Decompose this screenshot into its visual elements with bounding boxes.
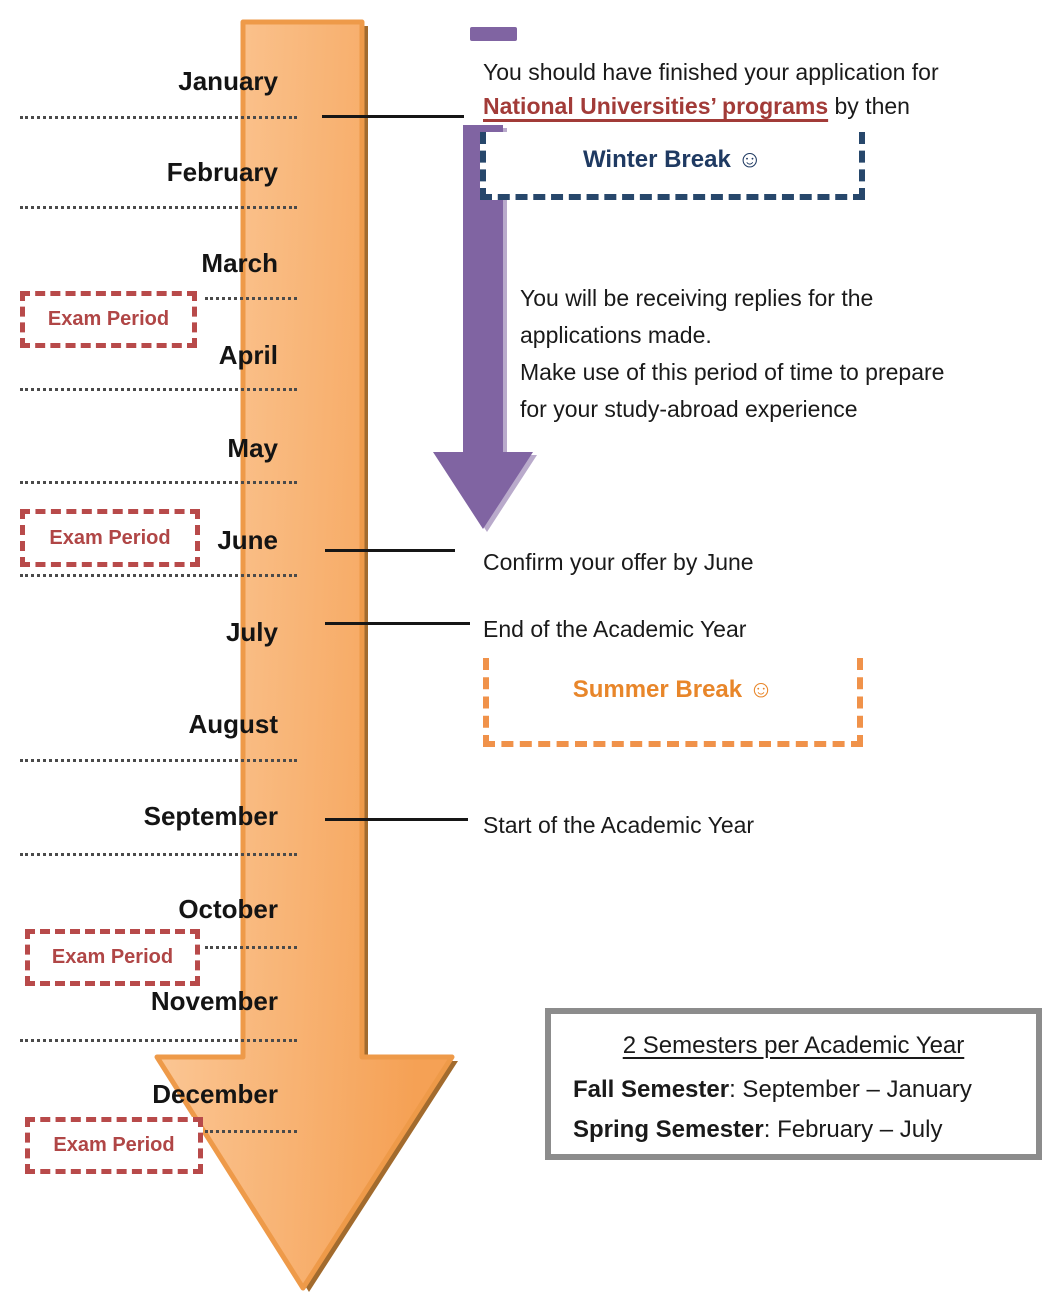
spring-semester-label: Spring Semester xyxy=(573,1116,764,1143)
fall-semester-label: Fall Semester xyxy=(573,1076,730,1103)
year-down-arrow xyxy=(154,19,455,1291)
dotted-separator-january xyxy=(20,116,297,119)
replies-note-line2: applications made. xyxy=(520,322,712,348)
replies-note-line4: for your study-abroad experience xyxy=(520,396,858,422)
dotted-separator-december xyxy=(205,1130,297,1133)
connector-june xyxy=(325,549,455,552)
summer-break-label: Summer Break ☺ xyxy=(572,675,774,703)
dotted-separator-august xyxy=(20,759,297,762)
january-note-line1: You should have finished your applicatio… xyxy=(483,59,939,85)
semesters-legend-box: 2 Semesters per Academic Year Fall Semes… xyxy=(545,1008,1042,1160)
winter-break-box: Winter Break ☺ xyxy=(480,132,865,200)
reply-down-arrow xyxy=(433,125,533,529)
dotted-separator-may xyxy=(20,481,297,484)
confirm-offer-note: Confirm your offer by June xyxy=(483,549,754,575)
connector-january xyxy=(322,115,464,118)
exam-period-label: Exam Period xyxy=(47,308,170,330)
dotted-separator-june xyxy=(20,574,297,577)
month-label-october: October xyxy=(178,894,278,924)
spring-semester-value: : February – July xyxy=(763,1116,943,1143)
replies-period-note: You will be receiving replies for the ap… xyxy=(520,280,1050,428)
purple-accent-bar xyxy=(470,27,517,41)
dotted-separator-september xyxy=(20,853,297,856)
month-label-april: April xyxy=(218,340,278,370)
national-universities-link-text: National Universities’ programs xyxy=(483,93,829,119)
dotted-separator-april xyxy=(20,388,297,391)
exam-period-box-june: Exam Period xyxy=(20,509,200,567)
month-label-august: August xyxy=(188,709,278,739)
winter-break-label: Winter Break ☺ xyxy=(582,146,762,173)
replies-note-line1: You will be receiving replies for the xyxy=(520,285,874,311)
month-label-july: July xyxy=(225,617,278,647)
start-academic-year-note: Start of the Academic Year xyxy=(483,812,755,838)
exam-period-box-spring: Exam Period xyxy=(20,291,197,348)
exam-period-label: Exam Period xyxy=(49,526,171,549)
month-label-may: May xyxy=(227,433,278,463)
dotted-separator-march xyxy=(205,297,297,300)
month-label-december: December xyxy=(152,1079,278,1109)
january-note-suffix: by then xyxy=(828,93,910,119)
spring-semester-row: Spring Semester: February – July xyxy=(573,1110,1014,1150)
end-academic-year-note: End of the Academic Year xyxy=(483,616,747,642)
month-label-june: June xyxy=(217,525,278,555)
exam-period-box-fall: Exam Period xyxy=(25,929,200,986)
fall-semester-value: : September – January xyxy=(729,1076,972,1103)
exam-period-box-december: Exam Period xyxy=(25,1117,203,1174)
dotted-separator-february xyxy=(20,206,297,209)
month-label-november: November xyxy=(150,986,278,1016)
exam-period-label: Exam Period xyxy=(51,946,174,968)
dotted-separator-november xyxy=(20,1039,297,1042)
january-application-note: You should have finished your applicatio… xyxy=(483,55,1028,123)
month-label-september: September xyxy=(143,801,278,831)
semesters-title: 2 Semesters per Academic Year xyxy=(622,1032,965,1059)
connector-september xyxy=(325,818,468,821)
replies-note-line3: Make use of this period of time to prepa… xyxy=(520,359,945,385)
month-label-january: January xyxy=(178,66,278,96)
fall-semester-row: Fall Semester: September – January xyxy=(573,1070,1014,1110)
connector-july xyxy=(325,622,470,625)
month-label-march: March xyxy=(201,248,278,278)
exam-period-label: Exam Period xyxy=(53,1134,175,1156)
dotted-separator-october xyxy=(205,946,297,949)
january-note-line2: National Universities’ programs by then xyxy=(483,89,1028,123)
summer-break-box: Summer Break ☺ xyxy=(483,658,863,747)
month-label-february: February xyxy=(166,157,278,187)
